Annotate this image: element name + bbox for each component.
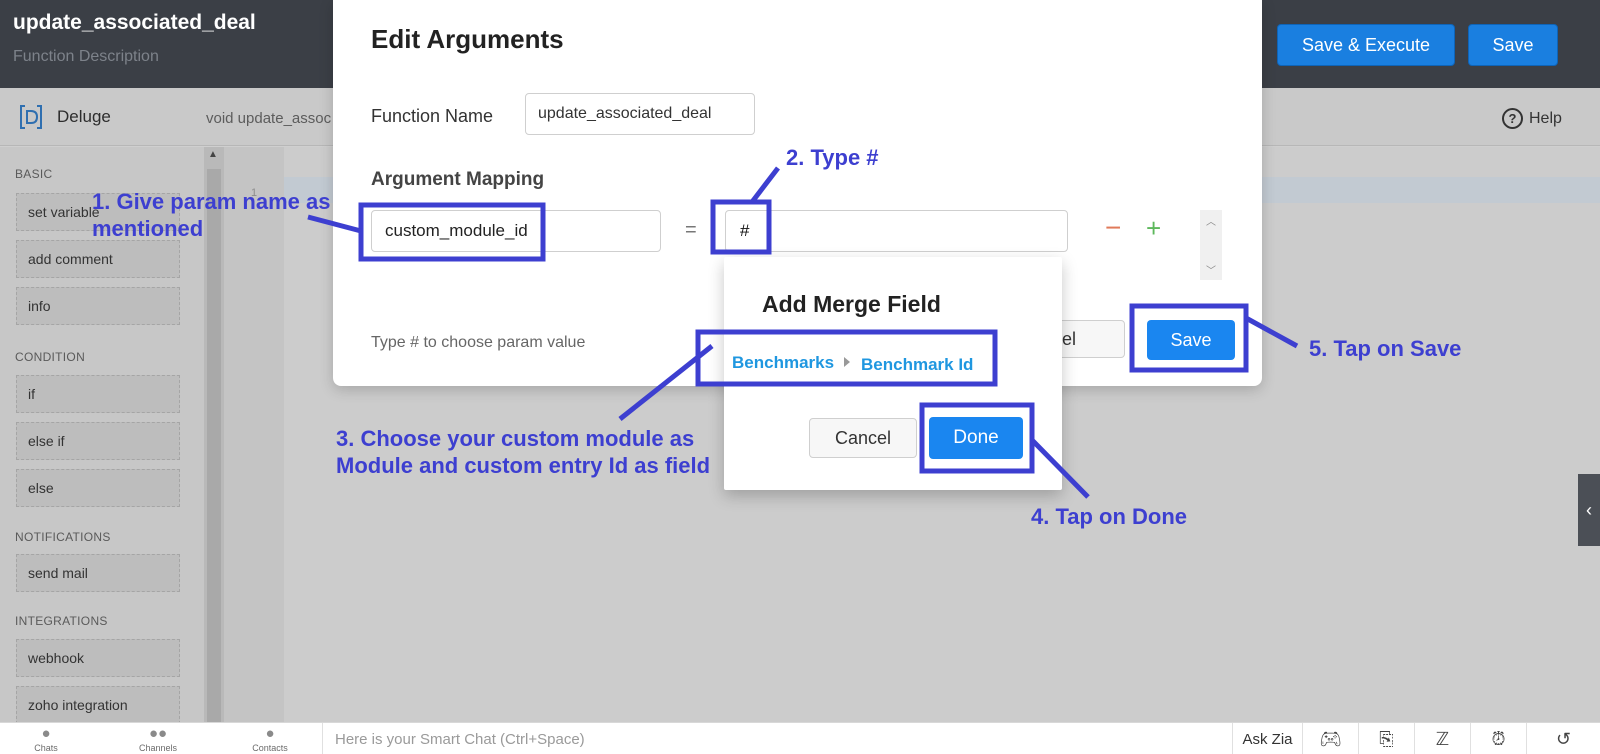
task-else[interactable]: else <box>16 469 180 507</box>
annotation-step4: 4. Tap on Done <box>1031 504 1188 529</box>
nav-channels-label: Channels <box>138 743 178 753</box>
task-sidebar: BASIC set variable add comment info COND… <box>0 147 204 724</box>
modal-title: Edit Arguments <box>371 24 564 54</box>
sidebar-scrollbar[interactable]: ▲ <box>204 147 224 722</box>
help-label: Help <box>1529 109 1562 127</box>
chat-bubble-icon: ● <box>41 725 51 742</box>
annotation-step5: 5. Tap on Save <box>1309 336 1462 361</box>
deluge-logo-icon <box>20 105 42 129</box>
task-else-if[interactable]: else if <box>16 422 180 460</box>
section-heading-integrations: INTEGRATIONS <box>15 614 108 628</box>
add-merge-field-popup: Add Merge Field Benchmarks Benchmark Id … <box>724 257 1062 490</box>
alarm-clock-icon[interactable]: ⏰︎ <box>1470 723 1526 754</box>
section-heading-basic: BASIC <box>15 167 53 181</box>
group-icon: ●● <box>148 725 168 742</box>
annotation-step1: 1. Give param name as mentioned <box>92 189 331 241</box>
line-number: 1 <box>251 187 258 199</box>
function-signature: void update_assoc <box>206 110 332 127</box>
function-name-field[interactable]: update_associated_deal <box>525 93 755 135</box>
task-webhook[interactable]: webhook <box>16 639 180 677</box>
section-heading-notifications: NOTIFICATIONS <box>15 530 111 544</box>
remove-argument-button[interactable]: − <box>1105 212 1122 243</box>
task-if[interactable]: if <box>16 375 180 413</box>
param-value-field[interactable]: # <box>725 210 1068 252</box>
param-name-field[interactable]: custom_module_id <box>371 210 661 252</box>
annotation-step3: 3. Choose your custom module as Module a… <box>336 426 711 478</box>
task-add-comment[interactable]: add comment <box>16 240 180 278</box>
question-icon: ? <box>1502 108 1523 129</box>
function-name-label: Function Name <box>371 106 494 126</box>
chevron-down-icon[interactable]: ﹀ <box>1206 266 1216 277</box>
history-icon[interactable]: ↺ <box>1526 723 1600 754</box>
caret-right-icon <box>844 357 850 367</box>
bottom-bar: ● Chats ●● Channels ● Contacts Here is y… <box>0 722 1600 754</box>
param-hint-text: Type # to choose param value <box>371 334 586 351</box>
chevron-up-icon[interactable]: ︿ <box>1206 217 1216 228</box>
argument-mapping-label: Argument Mapping <box>371 169 545 190</box>
help-link[interactable]: ? Help <box>1502 108 1562 129</box>
argument-scrollbar[interactable]: ︿ ﹀ <box>1200 210 1222 280</box>
annotation-step2: 2. Type # <box>786 145 879 170</box>
merge-done-button[interactable]: Done <box>929 417 1023 459</box>
task-send-mail[interactable]: send mail <box>16 554 180 592</box>
save-execute-button[interactable]: Save & Execute <box>1277 24 1455 66</box>
clipboard-icon[interactable]: ⎘ <box>1358 723 1414 754</box>
smart-chat-input[interactable]: Here is your Smart Chat (Ctrl+Space) <box>322 723 1232 754</box>
person-icon: ● <box>265 725 275 742</box>
scrollbar-thumb[interactable] <box>207 169 221 722</box>
zia-icon[interactable]: ℤ <box>1414 723 1470 754</box>
nav-contacts-label: Contacts <box>252 743 288 753</box>
function-description[interactable]: Function Description <box>13 48 159 65</box>
add-argument-button[interactable]: + <box>1146 213 1162 243</box>
merge-module-link[interactable]: Benchmarks <box>732 353 835 372</box>
chevron-up-icon[interactable]: ▲ <box>208 149 218 160</box>
equals-sign: = <box>685 219 697 241</box>
merge-field-option[interactable]: Benchmark Id <box>861 355 974 374</box>
editor-name: Deluge <box>57 107 111 126</box>
task-zoho-integration[interactable]: zoho integration <box>16 686 180 724</box>
nav-channels[interactable]: ●● Channels <box>112 723 204 754</box>
nav-chats-label: Chats <box>34 743 58 753</box>
header-save-button[interactable]: Save <box>1468 24 1558 66</box>
ask-zia-button[interactable]: Ask Zia <box>1232 723 1302 754</box>
nav-chats[interactable]: ● Chats <box>0 723 92 754</box>
task-set-variable[interactable]: set variable <box>16 193 180 231</box>
function-title: update_associated_deal <box>13 11 256 34</box>
section-heading-condition: CONDITION <box>15 350 86 364</box>
merge-cancel-button[interactable]: Cancel <box>809 418 917 458</box>
line-gutter: 1 <box>224 147 284 722</box>
nav-contacts[interactable]: ● Contacts <box>224 723 316 754</box>
chevron-left-icon[interactable]: ‹ <box>1578 474 1600 546</box>
merge-field-title: Add Merge Field <box>762 291 941 317</box>
gamepad-icon[interactable]: 🎮︎ <box>1302 723 1358 754</box>
modal-save-button[interactable]: Save <box>1147 320 1235 360</box>
task-info[interactable]: info <box>16 287 180 325</box>
